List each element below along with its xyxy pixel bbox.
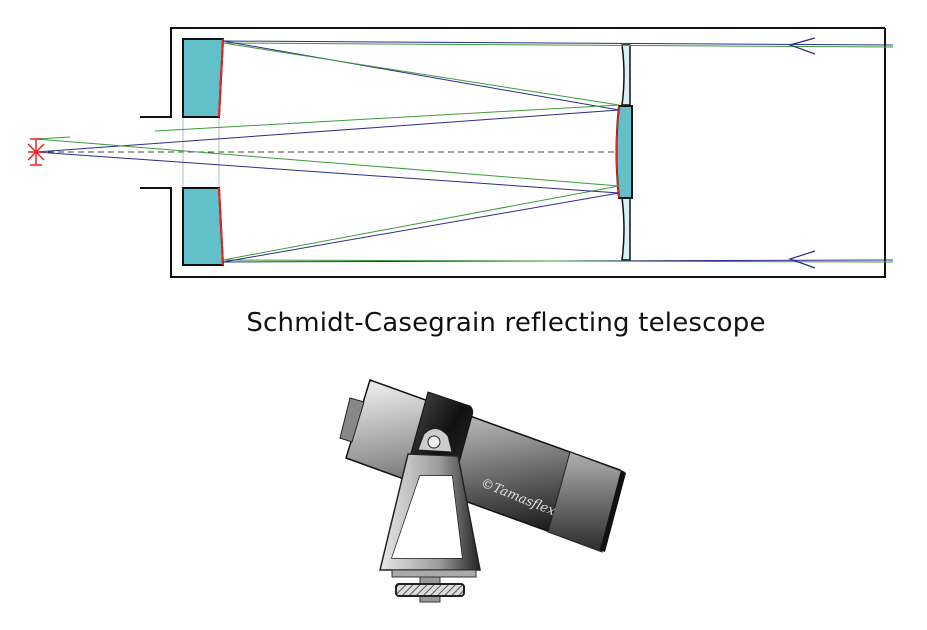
optical-diagram (27, 27, 894, 278)
telescope-tube (140, 27, 886, 278)
diagram-caption: Schmidt-Casegrain reflecting telescope (246, 308, 766, 338)
altitude-pivot (417, 428, 453, 453)
base-knob (395, 583, 465, 597)
front-rim (600, 470, 626, 552)
ray-blue (35, 151, 620, 194)
ray-green (222, 42, 620, 106)
telescope-tube-body (339, 379, 626, 553)
secondary-mirror-surface (615, 105, 620, 199)
ray-blue (222, 192, 620, 263)
focal-point-marker (27, 138, 45, 166)
corrector-plate (621, 197, 631, 261)
ray-green (222, 185, 620, 261)
secondary-mirror (615, 105, 633, 199)
primary-mirror-surface-bottom (218, 187, 224, 266)
ray-green (222, 259, 894, 263)
ray-blue (35, 109, 620, 153)
corrector-plate (621, 44, 631, 106)
rear-cap (339, 397, 365, 443)
ray-green (222, 42, 894, 48)
arrow-icon (788, 37, 816, 55)
primary-mirror-top (182, 38, 225, 118)
primary-mirror-bottom (182, 187, 225, 266)
base-plate (391, 569, 477, 578)
ray-blue (222, 40, 620, 111)
telescope-illustration: ©Tamasflex (339, 379, 626, 603)
fork-inner (392, 476, 462, 558)
ray-blue (222, 40, 894, 46)
primary-mirror-surface-top (218, 38, 224, 118)
ray-green (35, 138, 620, 187)
arrow-icon (788, 250, 816, 269)
ray-green (154, 104, 620, 132)
dew-shield (547, 451, 625, 553)
